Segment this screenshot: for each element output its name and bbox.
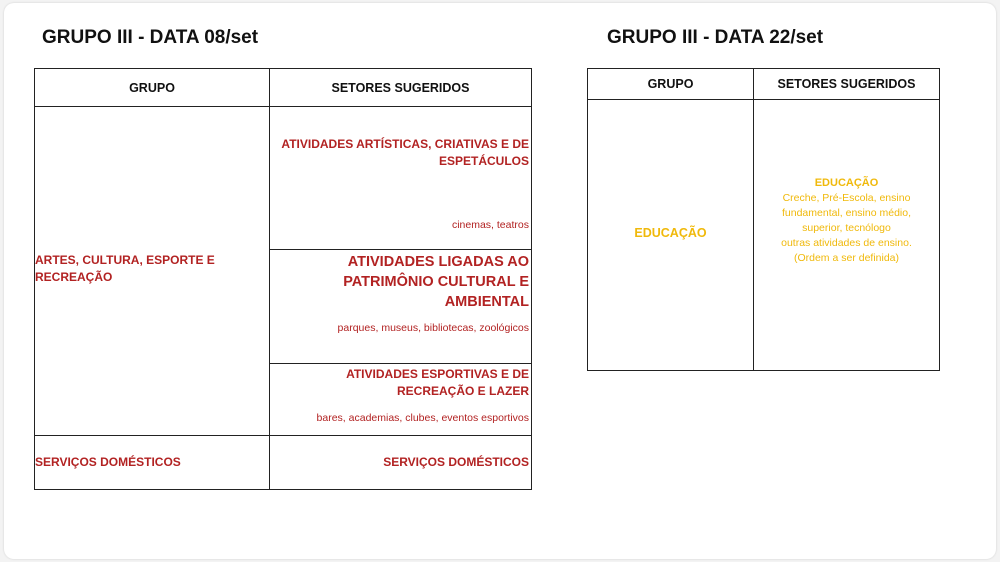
right-schedule-table: GRUPO SETORES SUGERIDOS EDUCAÇÃO EDUCAÇÃ…: [587, 68, 940, 371]
group-cell-educacao: EDUCAÇÃO: [587, 99, 754, 371]
sector-line: Creche, Pré-Escola, ensino: [782, 192, 911, 204]
sector-title-educacao: EDUCAÇÃO: [814, 177, 879, 189]
sector-cell-esportivas: ATIVIDADES ESPORTIVAS E DE RECREAÇÃO E L…: [269, 363, 532, 436]
sector-sub-esportivas: bares, academias, clubes, eventos esport…: [316, 412, 529, 424]
sector-line: outras atividades de ensino.: [781, 237, 912, 249]
right-table-heading: GRUPO III - DATA 22/set: [607, 27, 824, 48]
header-sectors-right: SETORES SUGERIDOS: [753, 68, 940, 100]
sector-line: (Ordem a ser definida): [793, 252, 900, 264]
sector-line: fundamental, ensino médio,: [782, 207, 911, 219]
header-group: GRUPO: [34, 68, 270, 107]
sector-sub-patrimonio: parques, museus, bibliotecas, zoológicos: [337, 322, 529, 334]
left-schedule-table: GRUPO SETORES SUGERIDOS ARTES, CULTURA, …: [34, 68, 532, 490]
sector-title-esportivas: ATIVIDADES ESPORTIVAS E DE RECREAÇÃO E L…: [346, 367, 529, 398]
sector-title-patrimonio: ATIVIDADES LIGADAS AO PATRIMÔNIO CULTURA…: [343, 254, 529, 310]
header-group-right: GRUPO: [587, 68, 754, 100]
sector-lines-educacao: Creche, Pré-Escola, ensino fundamental, …: [754, 191, 939, 266]
group-label-educacao: EDUCAÇÃO: [634, 226, 707, 240]
group-label-arts: ARTES, CULTURA, ESPORTE E RECREAÇÃO: [35, 253, 215, 284]
sector-line: superior, tecnólogo: [802, 222, 891, 234]
sector-title-artisticas: ATIVIDADES ARTÍSTICAS, CRIATIVAS E DE ES…: [281, 137, 529, 168]
group-label-domesticos: SERVIÇOS DOMÉSTICOS: [35, 454, 181, 469]
sector-sub-artisticas: cinemas, teatros: [451, 219, 529, 231]
sector-cell-domesticos: SERVIÇOS DOMÉSTICOS: [269, 435, 532, 490]
group-cell-arts: ARTES, CULTURA, ESPORTE E RECREAÇÃO: [34, 106, 270, 436]
left-table-heading: GRUPO III - DATA 08/set: [42, 27, 259, 48]
sector-label-domesticos: SERVIÇOS DOMÉSTICOS: [383, 454, 529, 469]
sector-cell-patrimonio: ATIVIDADES LIGADAS AO PATRIMÔNIO CULTURA…: [269, 249, 532, 364]
group-cell-domesticos: SERVIÇOS DOMÉSTICOS: [34, 435, 270, 490]
header-sectors: SETORES SUGERIDOS: [269, 68, 532, 107]
sector-cell-artisticas: ATIVIDADES ARTÍSTICAS, CRIATIVAS E DE ES…: [269, 106, 532, 250]
sector-cell-educacao: EDUCAÇÃO Creche, Pré-Escola, ensino fund…: [753, 99, 940, 371]
